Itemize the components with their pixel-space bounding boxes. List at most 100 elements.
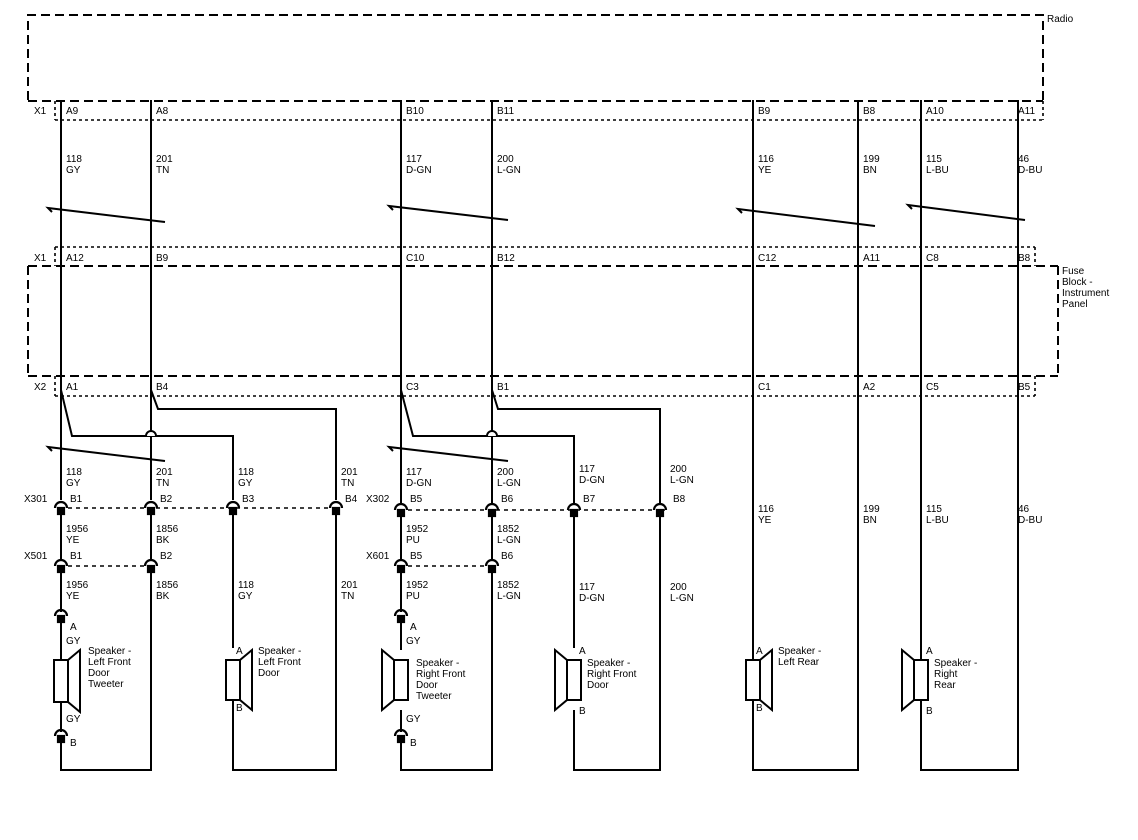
- wire-color-label: GY: [406, 714, 421, 725]
- wire-color-label: GY: [66, 165, 81, 176]
- wire-circuit-label: 201: [156, 467, 173, 478]
- speaker-left-rear-icon: [745, 647, 773, 713]
- pin-label: B1: [70, 494, 83, 505]
- speaker-label: Right Front: [416, 669, 466, 680]
- wire-color-label: GY: [66, 478, 81, 489]
- speaker-label: Tweeter: [416, 691, 452, 702]
- pin-label: A10: [926, 106, 944, 117]
- wire-color-label: L-GN: [497, 478, 521, 489]
- wire-circuit-label: 199: [863, 154, 880, 165]
- wire-circuit-label: 1952: [406, 524, 429, 535]
- pin-label: B9: [758, 106, 771, 117]
- wire-color-label: L-GN: [497, 591, 521, 602]
- pin-label: A9: [66, 106, 79, 117]
- terminal-label: A: [410, 622, 417, 633]
- terminal-label: B: [579, 706, 586, 717]
- fuse-block-label-2: Block -: [1062, 277, 1093, 288]
- pin-label: B6: [501, 494, 514, 505]
- pin-label: B5: [410, 494, 423, 505]
- wire-color-label: D-BU: [1018, 515, 1042, 526]
- fuse-block-label-4: Panel: [1062, 299, 1088, 310]
- fb-x2-pin-labels: A1 B4 C3 B1 C1 A2 C5 B5: [66, 382, 1031, 393]
- wire-color-label: L-GN: [670, 593, 694, 604]
- speaker-icons: [53, 647, 929, 715]
- radio-label: Radio: [1047, 14, 1074, 25]
- wire-color-label: YE: [66, 591, 80, 602]
- wire-circuit-label: 200: [670, 582, 687, 593]
- wire-circuit-label: 118: [238, 580, 254, 591]
- speaker-label: Left Rear: [778, 657, 820, 668]
- terminal-labels: A GY GY B A B A GY GY B A B A B A B: [66, 622, 933, 749]
- connector-labels: X1 X1 X2 X301 X501 X302 X601: [24, 106, 390, 562]
- wire-color-label: TN: [341, 591, 354, 602]
- terminal-label: A: [926, 646, 933, 657]
- tweeter-terminal-symbols: [53, 608, 409, 744]
- wire-color-label: L-BU: [926, 515, 949, 526]
- wire-circuit-label: 116: [758, 154, 774, 165]
- bottom-wire-labels: 1956 YE 1856 BK 118 GY 201 TN 1952 PU 18…: [66, 580, 694, 604]
- wire-color-label: L-GN: [497, 165, 521, 176]
- pin-label: B3: [242, 494, 255, 505]
- rear-wire-labels: 116 YE 199 BN 115 L-BU 46 D-BU: [758, 504, 1042, 526]
- wire-circuit-label: 200: [670, 464, 687, 475]
- wire-circuit-label: 117: [579, 464, 595, 475]
- fuse-block-label-3: Instrument: [1062, 288, 1109, 299]
- terminal-label: B: [236, 703, 243, 714]
- fuse-block-component: [27, 246, 1059, 397]
- wire-circuit-label: 1856: [156, 524, 179, 535]
- wire-color-label: D-GN: [579, 593, 605, 604]
- x302-symbols: [393, 502, 668, 518]
- radio-pin-labels: A9 A8 B10 B11 B9 B8 A10 A11: [66, 106, 1035, 117]
- connector-x601: X601: [366, 551, 390, 562]
- speaker-rf-tweeter-icon: [381, 647, 409, 713]
- wire-circuit-label: 1956: [66, 580, 89, 591]
- pin-label: A12: [66, 253, 84, 264]
- wire-circuit-label: 116: [758, 504, 774, 515]
- speaker-label: Right: [934, 669, 958, 680]
- wire-circuit-label: 118: [238, 467, 254, 478]
- wire-circuit-label: 115: [926, 504, 942, 515]
- pin-label: A1: [66, 382, 79, 393]
- speaker-lf-door-icon: [225, 647, 253, 713]
- speaker-label: Door: [587, 680, 609, 691]
- lower-wire-labels: 118 GY 201 TN 118 GY 201 TN 117 D-GN 200…: [66, 464, 694, 489]
- wire-color-label: YE: [758, 515, 772, 526]
- connector-fb-x1: X1: [34, 253, 47, 264]
- x301-symbols: [53, 500, 344, 516]
- mid-wire-labels: 1956 YE 1856 BK 1952 PU 1852 L-GN: [66, 524, 521, 546]
- pin-label: A2: [863, 382, 876, 393]
- inline-connector-lines: [60, 507, 665, 567]
- upper-wire-labels: 118 GY 201 TN 117 D-GN 200 L-GN 116 YE 1…: [66, 154, 1042, 176]
- wire-color-label: BN: [863, 165, 877, 176]
- terminal-label: A: [756, 646, 763, 657]
- wire-color-label: TN: [156, 478, 169, 489]
- connector-radio-x1: X1: [34, 106, 47, 117]
- twisted-pair-marks: [45, 203, 1026, 462]
- wire-circuit-label: 201: [156, 154, 173, 165]
- wire-color-label: GY: [406, 636, 421, 647]
- wire-color-label: GY: [238, 478, 253, 489]
- pin-label: B1: [70, 551, 83, 562]
- speaker-label: Speaker -: [88, 646, 131, 657]
- pin-label: B1: [497, 382, 510, 393]
- wire-circuit-label: 46: [1018, 504, 1030, 515]
- wire-circuit-label: 1856: [156, 580, 179, 591]
- pin-label: B5: [1018, 382, 1031, 393]
- wire-color-label: TN: [156, 165, 169, 176]
- speaker-label: Rear: [934, 680, 956, 691]
- pin-label: C5: [926, 382, 939, 393]
- speaker-label: Right Front: [587, 669, 637, 680]
- speaker-label: Door: [88, 668, 110, 679]
- speaker-label: Tweeter: [88, 679, 124, 690]
- terminal-label: A: [70, 622, 77, 633]
- wire-circuit-label: 118: [66, 467, 82, 478]
- fb-x1-pin-labels: A12 B9 C10 B12 C12 A11 C8 B8: [66, 253, 1031, 264]
- connector-x301: X301: [24, 494, 48, 505]
- speaker-label: Speaker -: [587, 658, 630, 669]
- wire-circuit-label: 201: [341, 580, 358, 591]
- pin-label: B8: [673, 494, 686, 505]
- wire-color-label: D-GN: [579, 475, 605, 486]
- connector-x302: X302: [366, 494, 390, 505]
- wires: [60, 100, 1019, 771]
- wire-color-label: TN: [341, 478, 354, 489]
